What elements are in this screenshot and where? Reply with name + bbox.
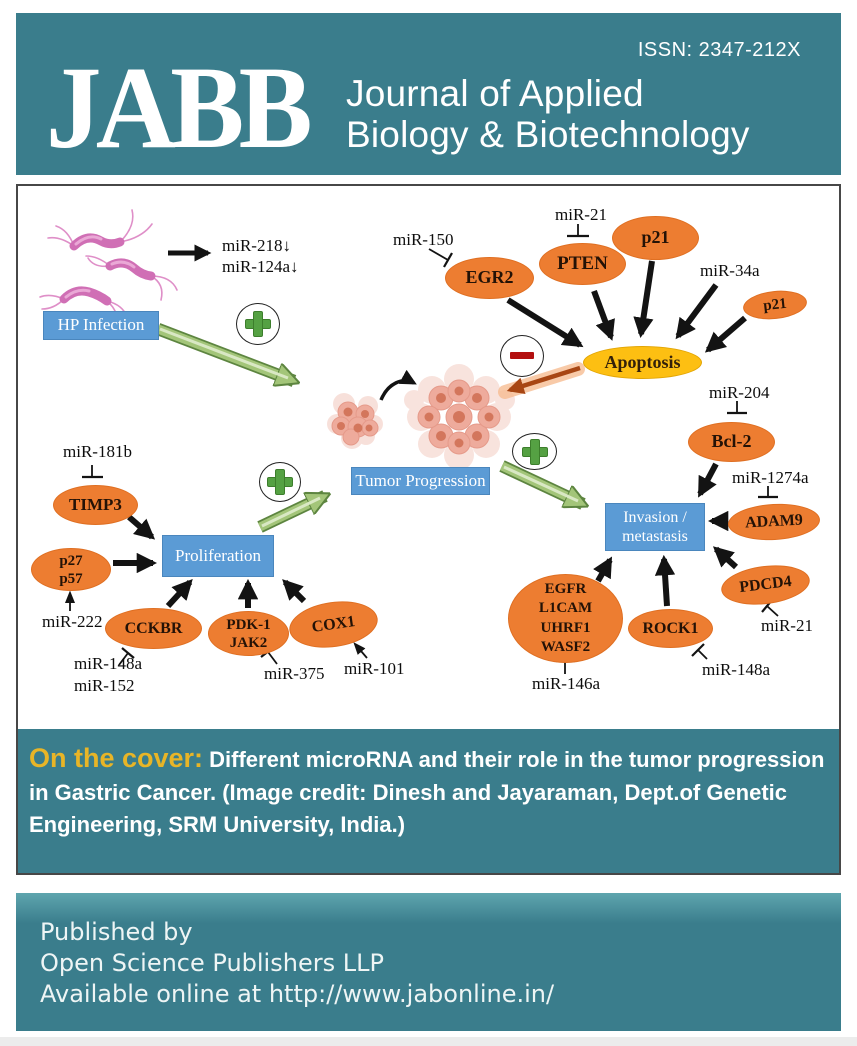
cover-note-text: Different microRNA and their role in the… bbox=[29, 747, 825, 837]
mir-21-right-label: miR-21 bbox=[761, 616, 813, 635]
cover-note-prefix: On the cover: bbox=[29, 743, 204, 773]
hp-infection-box: HP Infection bbox=[43, 311, 159, 340]
journal-name: Journal of Applied Biology & Biotechnolo… bbox=[346, 73, 750, 156]
mir-146a-label: miR-146a bbox=[532, 674, 600, 693]
gene-egr2: EGR2 bbox=[445, 257, 534, 299]
mir-1274a-label: miR-1274a bbox=[732, 468, 809, 487]
mir-181b-label: miR-181b bbox=[63, 442, 132, 461]
published-by-line: Published by bbox=[40, 918, 193, 946]
plus-sign-invasion bbox=[512, 433, 557, 470]
minus-sign-apoptosis bbox=[500, 335, 544, 377]
mir-34a-label: miR-34a bbox=[700, 261, 760, 280]
journal-url: Available online at http://www.jabonline… bbox=[40, 980, 555, 1009]
mir-21-top-label: miR-21 bbox=[555, 205, 607, 224]
gene-pdk1-jak2: PDK-1 JAK2 bbox=[208, 611, 289, 656]
invasion-metastasis-box: Invasion / metastasis bbox=[605, 503, 705, 551]
mir-152-label: miR-152 bbox=[74, 676, 135, 695]
publisher-info: Published by Open Science Publishers LLP… bbox=[40, 917, 554, 1011]
gene-rock1: ROCK1 bbox=[628, 609, 713, 648]
gene-p21-upper: p21 bbox=[612, 216, 699, 260]
cover-note: On the cover: Different microRNA and the… bbox=[29, 739, 829, 840]
masthead: ISSN: 2347-212X JABB Journal of Applied … bbox=[16, 13, 841, 175]
mir-148a-right-label: miR-148a bbox=[702, 660, 770, 679]
proliferation-box: Proliferation bbox=[162, 535, 274, 577]
mir-101-label: miR-101 bbox=[344, 659, 405, 678]
mir-150-label: miR-150 bbox=[393, 230, 454, 249]
mir-222-label: miR-222 bbox=[42, 612, 103, 631]
cover-figure-panel: On the cover: Different microRNA and the… bbox=[16, 184, 841, 875]
gene-egfr-group: EGFR L1CAM UHRF1 WASF2 bbox=[508, 574, 623, 663]
apoptosis-ellipse: Apoptosis bbox=[583, 346, 702, 379]
journal-name-line1: Journal of Applied bbox=[346, 73, 644, 114]
journal-name-line2: Biology & Biotechnology bbox=[346, 114, 750, 156]
mir-204-label: miR-204 bbox=[709, 383, 770, 402]
gene-bcl2: Bcl-2 bbox=[688, 422, 775, 462]
gene-p27-p57: p27 p57 bbox=[31, 548, 111, 591]
gene-timp3: TIMP3 bbox=[53, 485, 138, 525]
gene-pten: PTEN bbox=[539, 243, 626, 285]
mir-148a-left-label: miR-148a bbox=[74, 654, 142, 673]
journal-logo: JABB bbox=[46, 42, 313, 173]
plus-sign-hp bbox=[236, 303, 280, 345]
publisher-name: Open Science Publishers LLP bbox=[40, 949, 384, 978]
publisher-footer: Published by Open Science Publishers LLP… bbox=[16, 893, 841, 1031]
page-bottom-strip bbox=[0, 1037, 857, 1046]
plus-sign-proliferation bbox=[259, 462, 301, 502]
cover-note-band: On the cover: Different microRNA and the… bbox=[18, 729, 839, 873]
gene-cckbr: CCKBR bbox=[105, 608, 202, 649]
tumor-progression-box: Tumor Progression bbox=[351, 467, 490, 495]
issn-number: ISSN: 2347-212X bbox=[637, 39, 801, 61]
mir-124a-label: miR-124a↓ bbox=[222, 257, 299, 276]
mir-218-label: miR-218↓ bbox=[222, 236, 291, 255]
mir-375-label: miR-375 bbox=[264, 664, 325, 683]
